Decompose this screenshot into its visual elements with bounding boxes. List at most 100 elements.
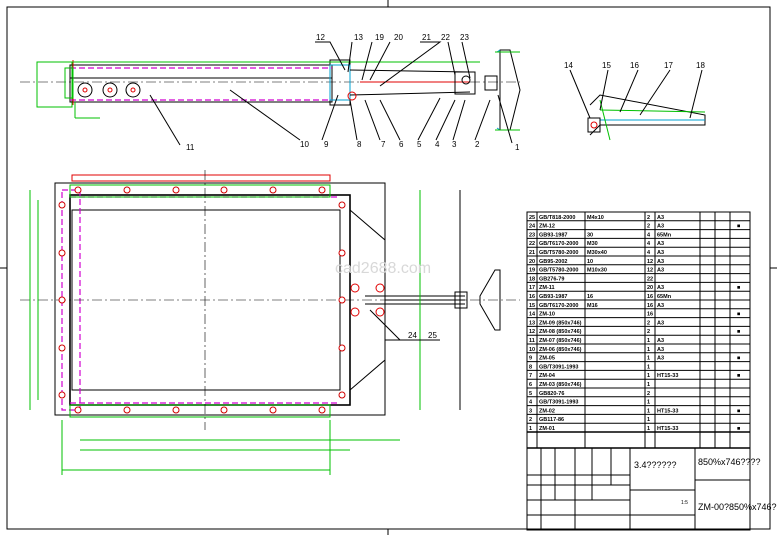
bolt-hole (338, 344, 346, 352)
cell-note: ■ (737, 426, 740, 432)
cell-qty: 1 (647, 364, 650, 370)
svg-text:6: 6 (399, 140, 404, 149)
cell-code: ZM-02 (539, 408, 555, 414)
bolt-hole (220, 406, 228, 414)
svg-text:21: 21 (422, 33, 431, 42)
svg-text:4: 4 (435, 140, 440, 149)
top-view (20, 49, 521, 131)
svg-text:11: 11 (186, 143, 195, 152)
bolt-hole (58, 391, 66, 399)
cell-qty: 16 (647, 294, 653, 300)
cell-qty: 1 (647, 417, 650, 423)
scale-text: 3.4?????? (634, 460, 677, 470)
cell-qty: 1 (647, 338, 650, 344)
table-row: 8 GB/T3091-1993 1 (527, 361, 750, 370)
cell-no: 1 (529, 426, 532, 432)
cell-no: 20 (529, 259, 535, 265)
cell-code: GB117-86 (539, 417, 564, 423)
cell-qty: 4 (647, 250, 651, 256)
bolt-hole (338, 249, 346, 257)
bolt-hole (318, 186, 326, 194)
cell-note: ■ (737, 373, 740, 379)
svg-text:9: 9 (324, 140, 329, 149)
svg-text:14: 14 (564, 61, 573, 70)
cell-code: ZM-09 (850x746) (539, 320, 582, 326)
svg-text:22: 22 (441, 33, 450, 42)
cell-code: GB/T3091-1993 (539, 364, 578, 370)
top-balloons-top: 12 13 19 20 21 22 23 (316, 33, 469, 42)
cell-qty: 20 (647, 285, 653, 291)
cell-qty: 16 (647, 312, 653, 318)
svg-text:8: 8 (357, 140, 362, 149)
cell-name: M4x10 (587, 215, 604, 221)
cell-code: GB/T818-2000 (539, 215, 575, 221)
cell-note: ■ (737, 224, 740, 230)
svg-text:20: 20 (394, 33, 403, 42)
bolt-hole (123, 186, 131, 194)
cell-material: A3 (657, 303, 664, 309)
cell-qty: 2 (647, 320, 650, 326)
cell-material: A3 (657, 268, 664, 274)
cell-no: 4 (529, 400, 533, 406)
cell-code: ZM-06 (850x746) (539, 347, 582, 353)
cell-no: 11 (529, 338, 535, 344)
top-balloons-bottom: 11 10 9 8 7 6 5 4 3 2 1 (186, 140, 520, 152)
svg-text:1: 1 (515, 143, 520, 152)
cell-code: GB/T6170-2000 (539, 303, 578, 309)
cell-qty: 4 (647, 241, 651, 247)
cell-qty: 1 (647, 373, 650, 379)
cell-material: A3 (657, 347, 664, 353)
cell-name: M30x40 (587, 250, 607, 256)
cell-qty: 2 (647, 215, 650, 221)
cell-note: ■ (737, 312, 740, 318)
cell-no: 25 (529, 215, 535, 221)
cell-no: 2 (529, 417, 532, 423)
cell-no: 19 (529, 268, 535, 274)
cell-no: 8 (529, 364, 532, 370)
cell-name: M16 (587, 303, 598, 309)
cell-code: GB820-76 (539, 391, 564, 397)
cell-no: 15 (529, 303, 535, 309)
svg-text:24: 24 (408, 331, 417, 340)
bolt-hole (58, 249, 66, 257)
cell-no: 17 (529, 285, 535, 291)
cell-code: GB95-2002 (539, 259, 567, 265)
cell-note: ■ (737, 329, 740, 335)
cell-qty: 2 (647, 224, 650, 230)
bolt-hole (58, 296, 66, 304)
cell-qty: 2 (647, 391, 650, 397)
cell-qty: 2 (647, 329, 650, 335)
svg-text:25: 25 (428, 331, 437, 340)
bolt-hole (123, 406, 131, 414)
cell-qty: 1 (647, 408, 650, 414)
cell-no: 14 (529, 312, 536, 318)
cell-qty: 12 (647, 268, 653, 274)
cell-code: GB93-1987 (539, 232, 567, 238)
cell-code: ZM-10 (539, 312, 555, 318)
cell-no: 21 (529, 250, 535, 256)
cell-code: ZM-11 (539, 285, 555, 291)
cell-code: ZM-03 (850x746) (539, 382, 582, 388)
bolt-hole (172, 406, 180, 414)
cell-code: ZM-12 (539, 224, 555, 230)
cell-material: HT15-33 (657, 426, 678, 432)
cell-no: 16 (529, 294, 535, 300)
cell-name: 10 (587, 259, 593, 265)
cell-note: ■ (737, 285, 740, 291)
cell-code: ZM-01 (539, 426, 555, 432)
